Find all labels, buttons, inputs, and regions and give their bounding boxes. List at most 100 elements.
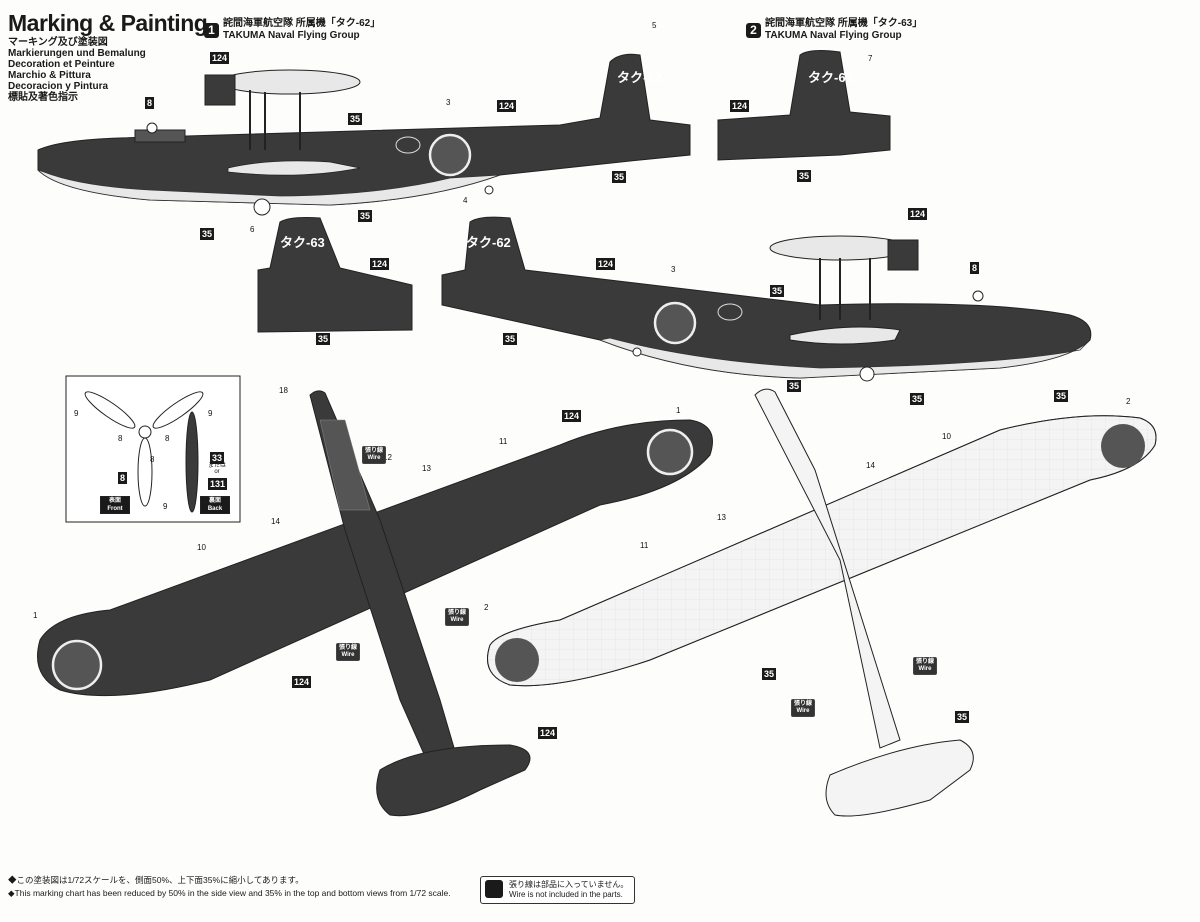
paint-code-124: 124 — [210, 52, 230, 64]
paint-code-35: 35 — [910, 393, 925, 405]
scale-note-jp: ◆この塗装図は1/72スケールを、側面50%、上下面35%に縮小してあります。 — [8, 875, 304, 885]
paint-code-8: 8 — [118, 472, 128, 484]
tail-code-d: タク-62 — [466, 235, 511, 250]
paint-code-35: 35 — [762, 668, 777, 680]
callout-8: 8 — [118, 434, 123, 443]
paint-code-124: 124 — [370, 258, 390, 270]
paint-code-35: 35 — [316, 333, 331, 345]
wire-note: 張り線は部品に入っていません。 Wire is not included in … — [480, 876, 636, 904]
side-view-1 — [37, 53, 691, 216]
subtitle-es: Decoracion y Pintura — [8, 81, 109, 92]
callout-1: 1 — [676, 406, 681, 415]
wire-note-en: Wire is not included in the parts. — [509, 890, 623, 899]
back-label-jp: 裏面 — [208, 498, 221, 504]
scheme-1-en: TAKUMA Naval Flying Group — [223, 30, 360, 41]
callout-18: 18 — [279, 386, 288, 395]
callout-11: 11 — [499, 437, 508, 446]
scheme-2-jp: 詫間海軍航空隊 所属機「タク-63」 — [765, 18, 923, 29]
paint-code-33: 33 — [210, 452, 225, 464]
scheme-1-header: 1 詫間海軍航空隊 所属機「タク-62」TAKUMA Naval Flying G… — [204, 18, 380, 42]
front-label: 表面 Front — [100, 496, 130, 514]
callout-8: 8 — [150, 455, 155, 464]
wire-note-jp: 張り線は部品に入っていません。 — [509, 880, 629, 889]
subtitle-cn: 標貼及著色指示 — [8, 92, 78, 103]
callout-8: 8 — [165, 434, 170, 443]
tail-code-c: タク-63 — [280, 235, 325, 250]
paint-code-35: 35 — [612, 171, 627, 183]
paint-code-35: 35 — [787, 380, 802, 392]
paint-code-35: 35 — [797, 170, 812, 182]
callout-2: 2 — [484, 603, 489, 612]
paint-code-124: 124 — [562, 410, 582, 422]
paint-code-8: 8 — [145, 97, 155, 109]
paint-code-35: 35 — [358, 210, 373, 222]
bottom-view — [487, 388, 1157, 817]
side-view-2 — [441, 216, 1092, 382]
callout-7: 7 — [868, 54, 873, 63]
paint-code-35: 35 — [348, 113, 363, 125]
wire-label-en: Wire — [796, 708, 810, 714]
paint-code-8: 8 — [970, 262, 980, 274]
wire-label-en: Wire — [367, 455, 381, 461]
paint-code-124: 124 — [538, 727, 558, 739]
paint-code-124: 124 — [596, 258, 616, 270]
back-label-en: Back — [207, 506, 223, 512]
tail-code-a: タク-62 — [617, 70, 662, 85]
paint-code-124: 124 — [292, 676, 312, 688]
propeller-or-label: または or — [208, 463, 227, 475]
callout-1: 1 — [33, 611, 38, 620]
scheme-2-number: 2 — [746, 22, 761, 38]
wire-label-en: Wire — [918, 666, 932, 672]
brush-icon — [485, 880, 503, 898]
wire-label-jp: 張り線 — [339, 645, 358, 651]
callout-6: 6 — [250, 225, 255, 234]
paint-code-35: 35 — [200, 228, 215, 240]
title-translations: マーキング及び塗装図 Markierungen und Bemalung Dec… — [8, 37, 146, 103]
front-label-jp: 表面 — [108, 498, 121, 504]
top-view — [37, 390, 713, 817]
callout-5: 5 — [652, 21, 657, 30]
subtitle-fr: Decoration et Peinture — [8, 59, 115, 70]
callout-14: 14 — [866, 461, 875, 470]
subtitle-de: Markierungen und Bemalung — [8, 48, 146, 59]
wire-label-jp: 張り線 — [794, 701, 813, 707]
paint-code-35: 35 — [1054, 390, 1069, 402]
wire-label-jp: 張り線 — [916, 659, 935, 665]
scale-note: ◆この塗装図は1/72スケールを、側面50%、上下面35%に縮小してあります。 … — [8, 874, 451, 900]
scheme-1-jp: 詫間海軍航空隊 所属機「タク-62」 — [223, 18, 381, 29]
paint-code-35: 35 — [955, 711, 970, 723]
wire-label-en: Wire — [341, 652, 355, 658]
callout-11: 11 — [640, 541, 649, 550]
subtitle-jp: マーキング及び塗装図 — [8, 37, 108, 48]
side-view-2-tail — [257, 217, 413, 333]
paint-code-35: 35 — [770, 285, 785, 297]
wire-label-jp: 張り線 — [365, 448, 384, 454]
paint-code-124: 124 — [497, 100, 517, 112]
front-label-en: Front — [107, 506, 123, 512]
callout-13: 13 — [422, 464, 431, 473]
page-title: Marking & Painting — [8, 10, 208, 36]
callout-14: 14 — [271, 517, 280, 526]
callout-10: 10 — [942, 432, 951, 441]
tail-code-b: タク-63 — [808, 70, 853, 85]
callout-9: 9 — [163, 502, 168, 511]
wire-label-jp: 張り線 — [448, 610, 467, 616]
callout-10: 10 — [197, 543, 206, 552]
callout-3: 3 — [671, 265, 676, 274]
callout-2: 2 — [1126, 397, 1131, 406]
side-view-1-alt-tail — [717, 50, 891, 161]
scheme-1-number: 1 — [204, 22, 219, 38]
wire-label-en: Wire — [450, 617, 464, 623]
paint-code-124: 124 — [730, 100, 750, 112]
scale-note-en: ◆This marking chart has been reduced by … — [8, 888, 451, 898]
callout-9: 9 — [74, 409, 79, 418]
paint-code-35: 35 — [503, 333, 518, 345]
callout-3: 3 — [446, 98, 451, 107]
back-label: 裏面 Back — [200, 496, 230, 514]
